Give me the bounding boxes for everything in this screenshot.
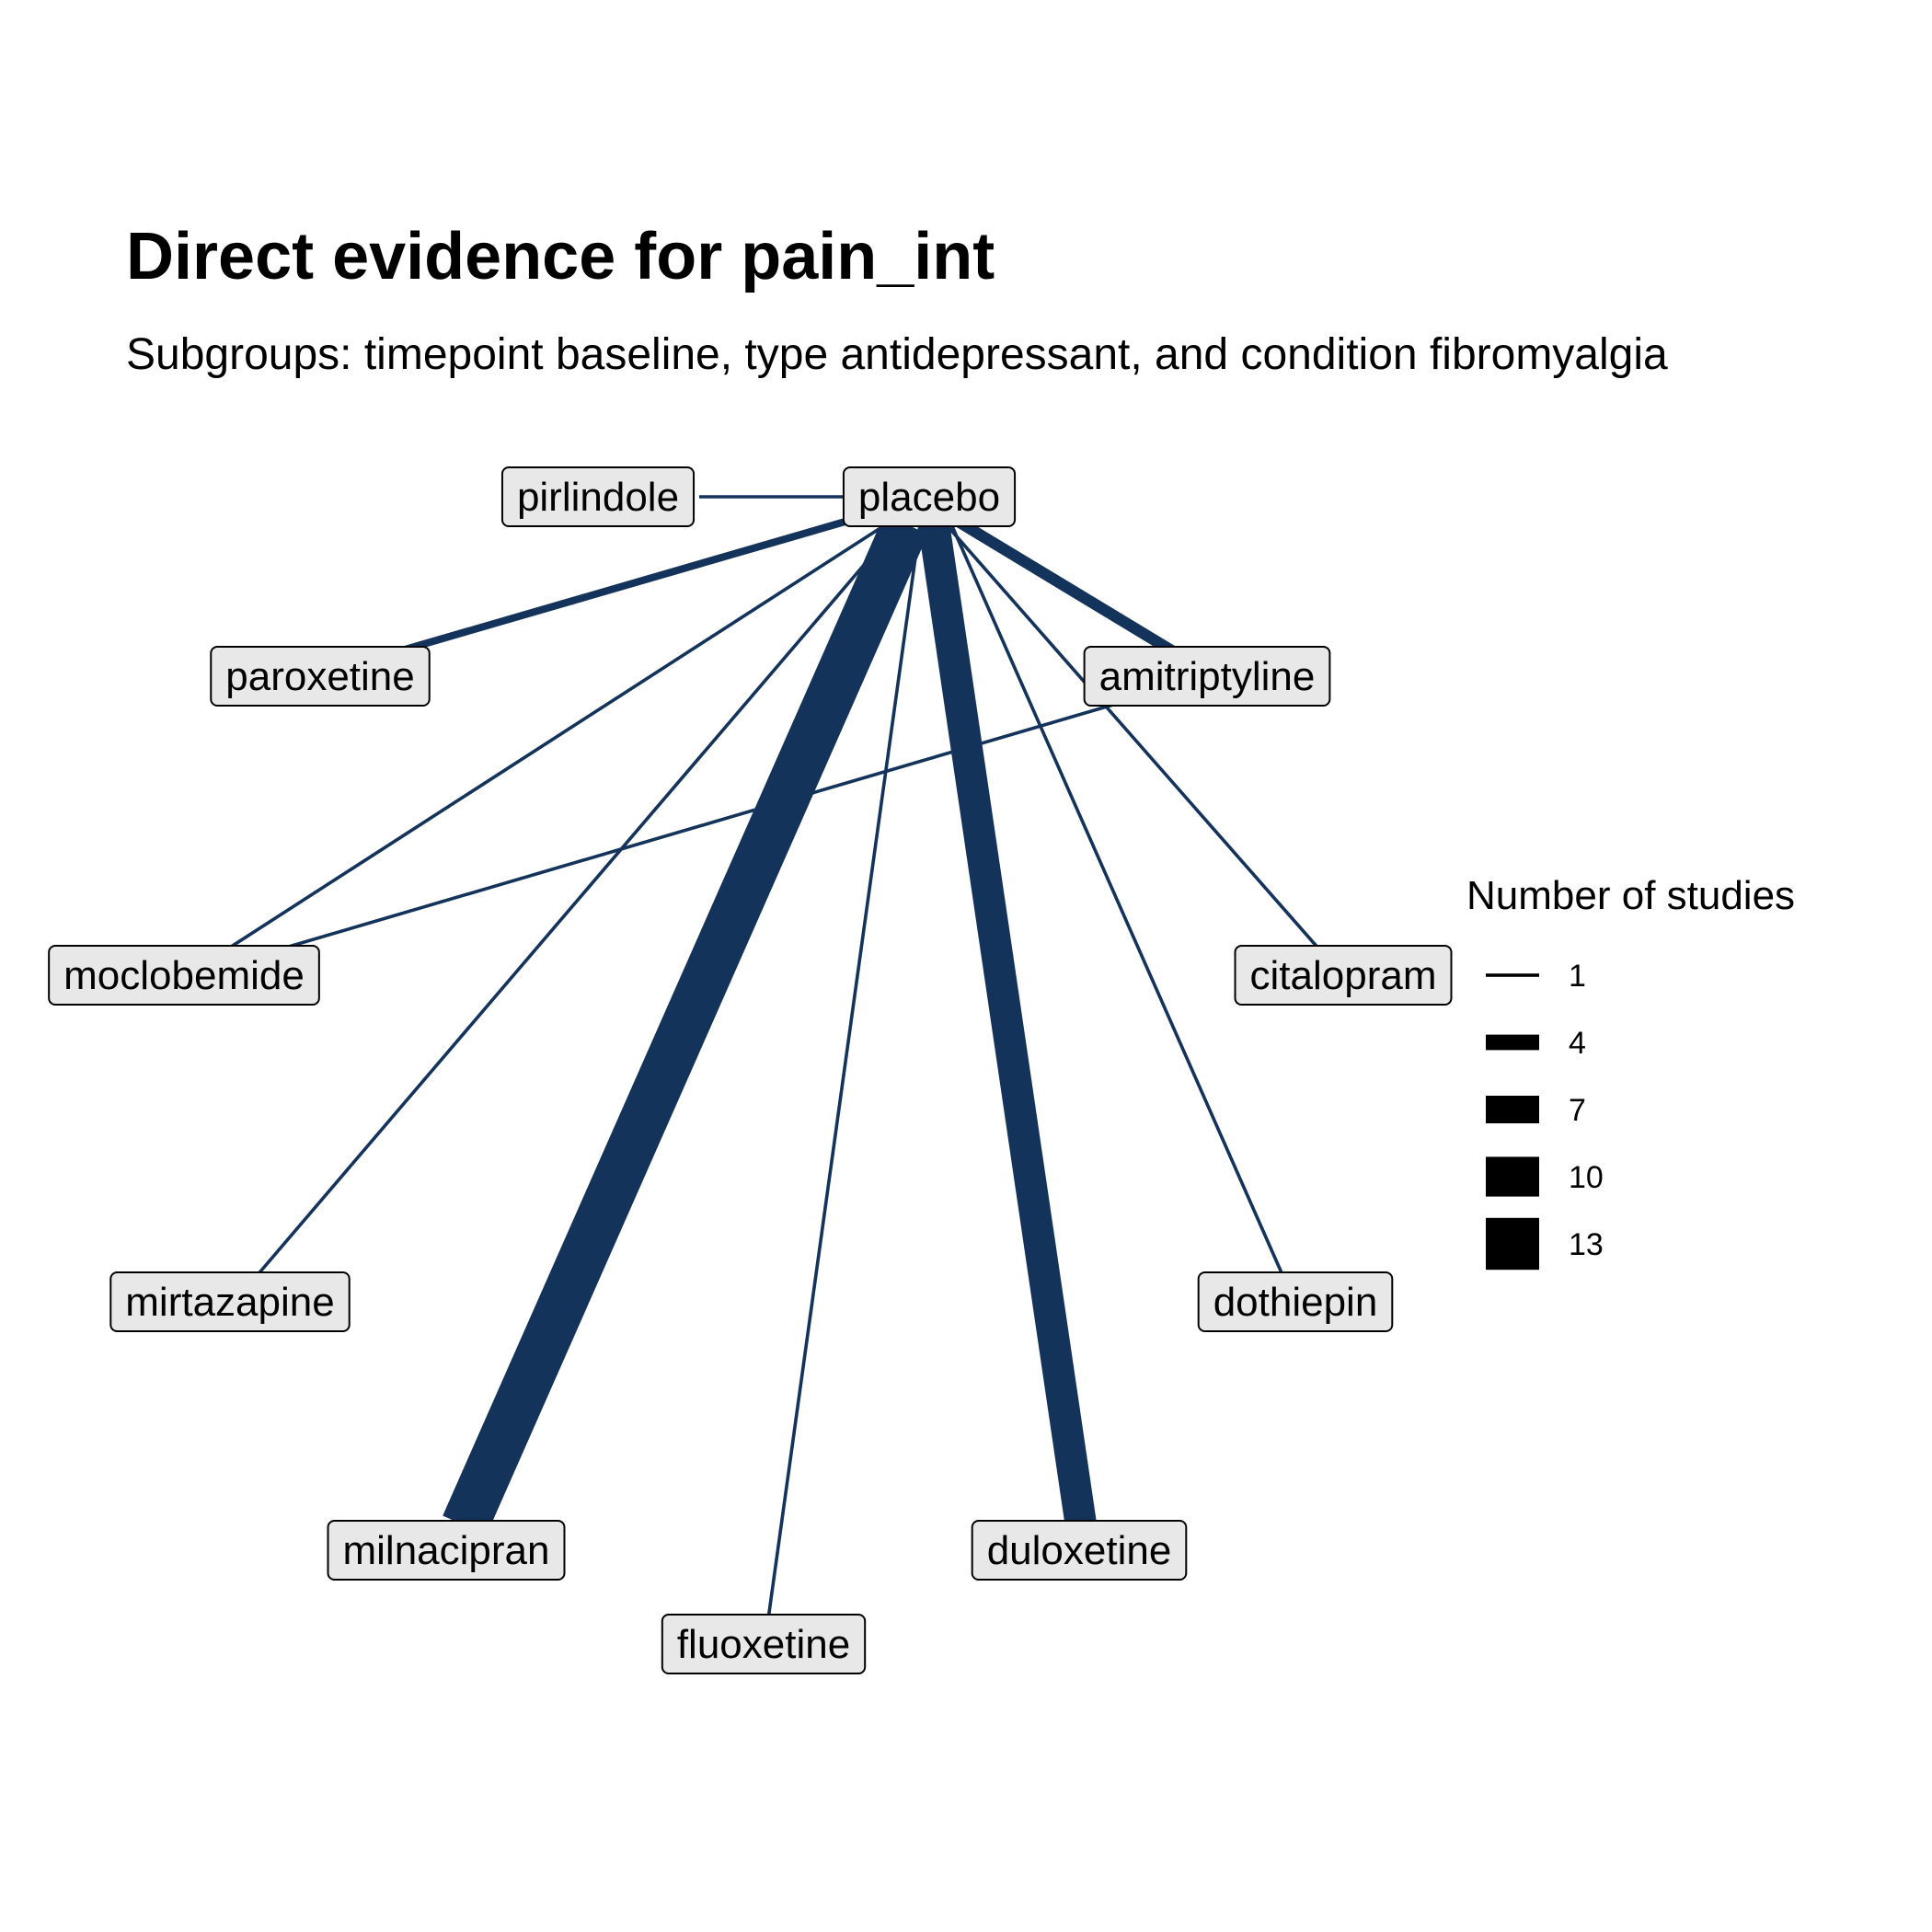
page-subtitle: Subgroups: timepoint baseline, type anti… bbox=[126, 330, 1668, 379]
node-label: dothiepin bbox=[1213, 1280, 1378, 1325]
legend-label: 13 bbox=[1569, 1227, 1604, 1262]
node-box bbox=[109, 1271, 351, 1332]
node-moclobemide: moclobemide bbox=[48, 945, 320, 1006]
edge-placebo-paroxetine bbox=[403, 517, 850, 653]
legend: Number of studies 1 4 7 10 13 bbox=[1466, 873, 1795, 1271]
node-placebo: placebo bbox=[842, 466, 1017, 527]
node-box bbox=[1234, 945, 1453, 1006]
legend-key bbox=[1486, 973, 1539, 977]
legend-key bbox=[1486, 1096, 1539, 1123]
edge-amitriptyline-moclobemide bbox=[275, 703, 1114, 952]
edge-placebo-mirtazapine bbox=[254, 524, 899, 1279]
node-box bbox=[661, 1614, 867, 1674]
node-box bbox=[971, 1520, 1188, 1581]
node-label: pirlindole bbox=[517, 475, 679, 520]
legend-label: 4 bbox=[1569, 1026, 1586, 1061]
legend-item: 10 bbox=[1486, 1156, 1604, 1197]
node-label: duloxetine bbox=[987, 1528, 1172, 1573]
node-box bbox=[210, 646, 431, 707]
node-milnacipran: milnacipran bbox=[327, 1520, 566, 1581]
node-label: mirtazapine bbox=[125, 1280, 334, 1325]
legend-item: 13 bbox=[1486, 1217, 1604, 1271]
node-pirlindole: pirlindole bbox=[500, 466, 696, 527]
node-label: milnacipran bbox=[343, 1528, 550, 1573]
node-box bbox=[1197, 1271, 1394, 1332]
node-fluoxetine: fluoxetine bbox=[661, 1614, 867, 1674]
node-label: fluoxetine bbox=[677, 1622, 850, 1667]
legend-key bbox=[1486, 1217, 1539, 1271]
node-box bbox=[1083, 646, 1331, 707]
node-label: placebo bbox=[858, 475, 1000, 520]
legend-label: 7 bbox=[1569, 1093, 1586, 1128]
node-box bbox=[48, 945, 320, 1006]
node-label: citalopram bbox=[1250, 953, 1437, 998]
node-amitriptyline: amitriptyline bbox=[1083, 646, 1331, 707]
node-label: paroxetine bbox=[225, 654, 414, 699]
legend-key bbox=[1486, 1156, 1539, 1197]
node-box bbox=[500, 466, 696, 527]
edge-placebo-dothiepin bbox=[950, 525, 1285, 1278]
node-duloxetine: duloxetine bbox=[971, 1520, 1188, 1581]
edge-placebo-duloxetine bbox=[917, 522, 1098, 1528]
legend-title: Number of studies bbox=[1466, 873, 1795, 918]
edge-placebo-milnacipran bbox=[443, 514, 928, 1535]
legend-item: 4 bbox=[1486, 1026, 1586, 1061]
edge-placebo-amitriptyline bbox=[953, 515, 1177, 657]
edge-layer bbox=[224, 495, 1322, 1620]
legend-items: 1 4 7 10 13 bbox=[1486, 959, 1604, 1271]
edge-placebo-citalopram bbox=[946, 524, 1322, 952]
node-label: moclobemide bbox=[63, 953, 305, 998]
node-mirtazapine: mirtazapine bbox=[109, 1271, 351, 1332]
legend-item: 1 bbox=[1486, 959, 1586, 994]
legend-item: 7 bbox=[1486, 1093, 1586, 1128]
legend-label: 1 bbox=[1569, 959, 1586, 994]
node-citalopram: citalopram bbox=[1234, 945, 1453, 1006]
edge-placebo-moclobemide bbox=[224, 524, 884, 952]
legend-label: 10 bbox=[1569, 1160, 1604, 1195]
legend-key bbox=[1486, 1034, 1539, 1051]
node-paroxetine: paroxetine bbox=[210, 646, 431, 707]
node-dothiepin: dothiepin bbox=[1197, 1271, 1394, 1332]
node-box bbox=[842, 466, 1017, 527]
edge-placebo-fluoxetine bbox=[766, 523, 922, 1620]
node-label: amitriptyline bbox=[1099, 654, 1316, 699]
node-box bbox=[327, 1520, 566, 1581]
node-layer: placebo pirlindole paroxetine amitriptyline… bbox=[48, 466, 1453, 1674]
page-title: Direct evidence for pain_int bbox=[126, 220, 995, 293]
